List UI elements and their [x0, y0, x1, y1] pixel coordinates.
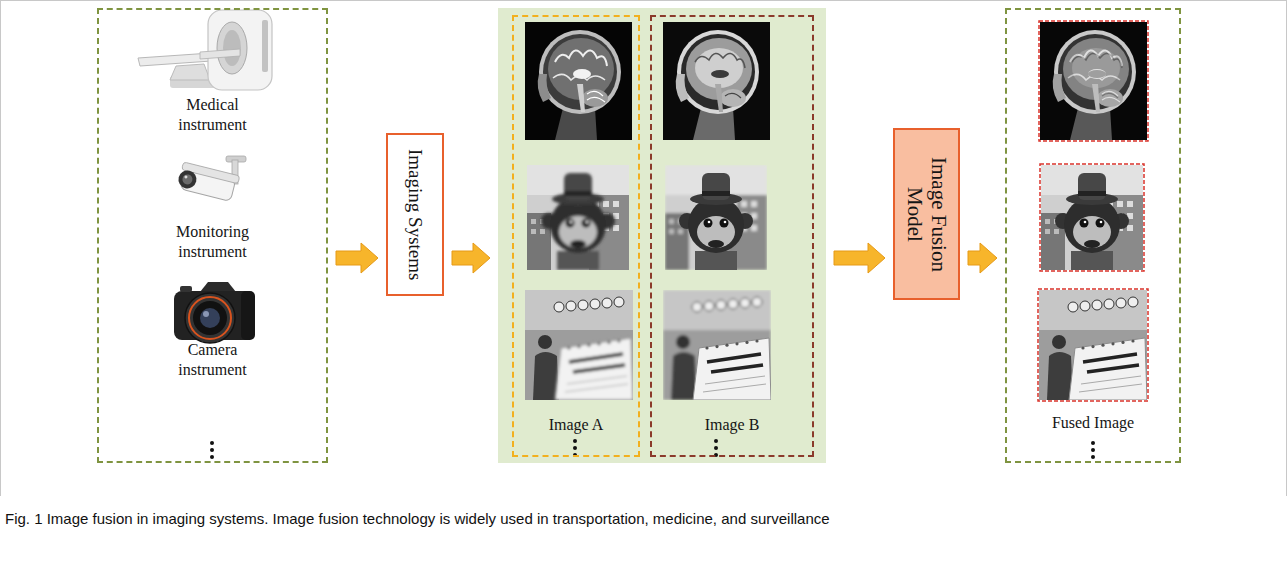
fused-image	[1038, 21, 1148, 401]
source-image-a	[525, 22, 632, 140]
source-image-a	[555, 338, 633, 400]
dslr-camera-icon	[185, 293, 235, 343]
node-label: Fused Image	[1052, 413, 1134, 433]
source-image-b	[663, 290, 771, 400]
fusion-model-box: Image Fusion Model	[893, 128, 960, 300]
source-image-a	[525, 290, 633, 400]
dslr-camera-icon	[241, 291, 255, 340]
block-arrow	[834, 243, 885, 273]
figure-frame	[1286, 0, 1287, 496]
source-image-a	[541, 173, 615, 270]
source-image-a	[527, 165, 629, 270]
ellipsis-dots	[573, 439, 577, 443]
source-image-b	[693, 338, 771, 400]
ellipsis-dots	[714, 439, 718, 443]
cctv-camera-icon	[184, 175, 188, 179]
image-a-box: Image A	[512, 15, 640, 457]
ct-scanner-icon	[223, 30, 241, 66]
ct-scanner-icon	[200, 49, 240, 59]
dslr-camera-icon	[200, 282, 236, 292]
source-image-b	[679, 173, 753, 270]
source-image-b	[665, 165, 767, 270]
source-image-a	[525, 22, 633, 400]
dslr-camera-icon	[189, 297, 231, 339]
source-image-b	[665, 165, 767, 270]
source-image-b	[663, 22, 771, 400]
ellipsis-dots	[714, 446, 718, 450]
ellipsis-dots	[573, 446, 577, 450]
output-group-box: Fused Image	[1005, 8, 1181, 463]
source-image-b	[663, 290, 771, 400]
node-label: Camera instrument	[152, 340, 274, 380]
fused-image	[1069, 338, 1147, 400]
block-arrow	[336, 243, 378, 273]
cctv-camera-icon	[177, 168, 199, 190]
source-image-b	[665, 165, 767, 270]
ellipsis-dots	[210, 455, 214, 459]
figure-frame	[0, 0, 1287, 1]
node-label: Image B	[705, 415, 760, 435]
source-image-a	[555, 338, 633, 400]
source-image-a	[525, 290, 633, 400]
process-box: Imaging Systems	[386, 133, 444, 296]
ellipsis-dots	[210, 448, 214, 452]
node-label: Image A	[549, 415, 604, 435]
panel-ground	[498, 8, 826, 463]
dslr-camera-icon	[200, 308, 220, 328]
source-image-a	[541, 173, 615, 270]
dslr-camera-icon	[180, 286, 192, 292]
dslr-camera-icon	[193, 301, 227, 335]
figure-caption: Fig. 1 Image fusion in imaging systems. …	[5, 509, 1275, 528]
block-arrow	[968, 243, 997, 273]
cctv-camera-icon	[176, 156, 246, 202]
ellipsis-dots	[210, 441, 214, 445]
ct-scanner-icon	[262, 20, 268, 72]
fused-image	[1038, 289, 1148, 401]
source-image-b	[663, 22, 770, 140]
caption-area: Fig. 1 Image fusion in imaging systems. …	[5, 509, 1275, 528]
node-label: Image Fusion Model	[902, 144, 950, 284]
fused-image	[1039, 290, 1147, 400]
ellipsis-dots	[1091, 448, 1095, 452]
fused-image	[1041, 165, 1143, 270]
dslr-camera-icon	[174, 282, 255, 343]
cctv-camera-icon	[181, 173, 193, 185]
fused-image	[1039, 21, 1148, 141]
dslr-camera-icon	[203, 311, 209, 317]
node-label: Monitoring instrument	[152, 222, 274, 262]
cctv-camera-icon	[176, 162, 240, 202]
fused-image	[1041, 165, 1143, 270]
image-b-box: Image B	[650, 15, 814, 457]
ct-scanner-icon	[217, 22, 247, 74]
fused-image	[1040, 22, 1147, 140]
ellipsis-dots	[1091, 455, 1095, 459]
node-label: Imaging Systems	[404, 149, 426, 280]
ct-scanner-icon	[138, 10, 272, 90]
figure-frame	[0, 0, 1, 496]
ct-scanner-icon	[170, 64, 210, 80]
source-image-a	[527, 165, 629, 270]
fused-image	[1055, 173, 1129, 270]
source-group-box: Medical instrumentMonitoring instrumentC…	[97, 8, 328, 463]
fused-image	[1040, 164, 1144, 271]
fused-image	[1040, 22, 1147, 140]
image-panel: Image A Image B	[498, 8, 826, 463]
fused-image	[1040, 22, 1147, 140]
ellipsis-dots	[1091, 441, 1095, 445]
figure-frame	[0, 0, 1287, 496]
fused-image	[1039, 290, 1147, 400]
source-image-b	[663, 290, 771, 400]
block-arrow	[452, 243, 490, 273]
node-label: Medical instrument	[152, 95, 274, 135]
